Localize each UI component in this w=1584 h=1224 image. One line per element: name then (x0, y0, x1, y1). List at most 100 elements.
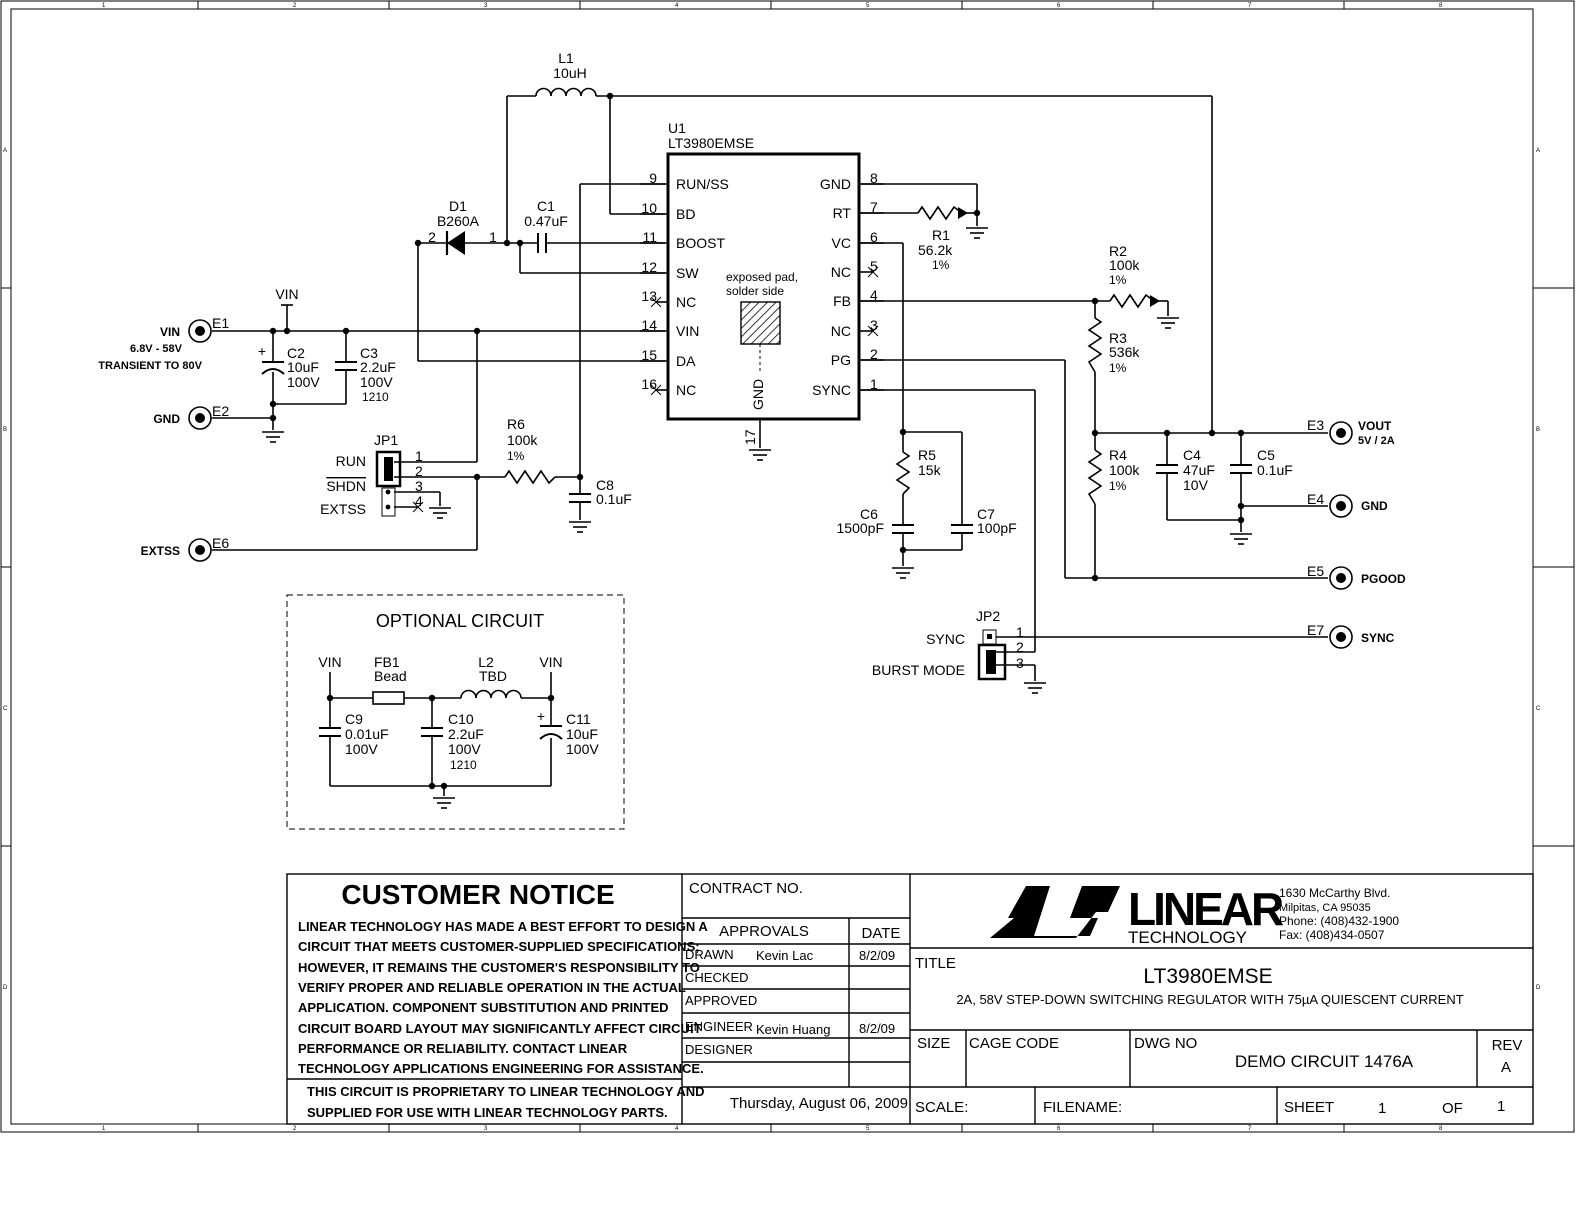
dwg-number: DEMO CIRCUIT 1476A (1235, 1052, 1414, 1071)
jp1-shdn-label: SHDN (326, 478, 366, 494)
c3-package: 1210 (362, 390, 389, 404)
border-col-5: 5 (866, 3, 870, 9)
c9-ref: C9 (345, 711, 363, 727)
border-row-c: C (3, 706, 8, 712)
u1-pinnum-10: 10 (641, 200, 657, 216)
date-label: DATE (862, 925, 901, 942)
c1-value: 0.47uF (524, 213, 568, 229)
e1-id: E1 (212, 315, 229, 331)
border-col-1-bottom: 1 (102, 1126, 106, 1132)
u1-pin-vin: VIN (676, 323, 699, 339)
u1-pinnum-14: 14 (641, 317, 657, 333)
border-row-b: B (3, 427, 7, 433)
r4-value: 100k (1109, 462, 1140, 478)
e1-label: VIN (160, 325, 180, 339)
u1-pinnum-4: 4 (870, 287, 878, 303)
u1-pin-fb: FB (833, 293, 851, 309)
c4-value: 47uF (1183, 462, 1215, 478)
r3-tolerance: 1% (1109, 361, 1127, 375)
c11-ref: C11 (566, 711, 591, 727)
u1-pinnum-6: 6 (870, 229, 878, 245)
row-drawn-name: Kevin Lac (756, 948, 814, 963)
lt-logo-icon (990, 886, 1120, 938)
row-approved-role: APPROVED (685, 993, 757, 1008)
border-col-8-bottom: 8 (1439, 1126, 1443, 1132)
d1-value: B260A (437, 213, 480, 229)
border-col-5-bottom: 5 (866, 1126, 870, 1132)
c3-voltage: 100V (360, 374, 393, 390)
u1-pinnum-16: 16 (641, 376, 657, 392)
u1-part: LT3980EMSE (668, 135, 754, 151)
ground-icon (749, 449, 771, 461)
u1-pinnum-17: 17 (742, 429, 758, 445)
ground-icon (433, 797, 455, 809)
r3-value: 536k (1109, 344, 1140, 360)
u1-pin-pg: PG (831, 352, 851, 368)
sheet-total: 1 (1497, 1098, 1505, 1115)
terminal-e3: E3 VOUT 5V / 2A (1307, 417, 1395, 447)
l2-value: TBD (479, 668, 507, 684)
jp1-pin-4: 4 (415, 493, 423, 509)
jp1-ref: JP1 (374, 432, 398, 448)
ground-symbols (262, 227, 1252, 809)
dwg-no-label: DWG NO (1134, 1035, 1197, 1052)
terminal-e2: E2 GND (153, 403, 229, 430)
d1-ref: D1 (449, 198, 467, 214)
optional-circuit-title: OPTIONAL CIRCUIT (376, 611, 544, 631)
l1-ref: L1 (558, 50, 574, 66)
u1-pin-vc: VC (832, 235, 851, 251)
drawing-subtitle: 2A, 58V STEP-DOWN SWITCHING REGULATOR WI… (956, 992, 1463, 1007)
r6-value: 100k (507, 432, 538, 448)
ground-icon (892, 567, 914, 579)
border-col-6: 6 (1057, 3, 1061, 9)
address-line-2: Milpitas, CA 95035 (1279, 902, 1371, 914)
d1-pin-1: 1 (489, 229, 497, 245)
e6-id: E6 (212, 535, 229, 551)
exposed-pad (740, 301, 781, 345)
ic-u1: U1 LT3980EMSE RUN/SS BD BOOST SW NC VIN … (640, 120, 884, 445)
optional-vin-right: VIN (539, 654, 562, 670)
jp2-pin-2: 2 (1016, 639, 1024, 655)
ferrite-bead-fb1: FB1 Bead (372, 654, 407, 705)
u1-pinnum-2: 2 (870, 346, 878, 362)
size-label: SIZE (917, 1035, 950, 1052)
jp1-pin-2: 2 (415, 463, 423, 479)
print-date: Thursday, August 06, 2009 (730, 1095, 908, 1112)
border-col-1: 1 (102, 3, 106, 9)
capacitor-c5: C5 0.1uF (1230, 447, 1293, 478)
jumper-jp2[interactable]: JP2 SYNC BURST MODE 1 2 3 (872, 608, 1024, 681)
u1-pinnum-15: 15 (641, 347, 657, 363)
r6-ref: R6 (507, 416, 525, 432)
row-designer-role: DESIGNER (685, 1042, 753, 1057)
e3-rating: 5V / 2A (1358, 435, 1395, 447)
resistor-r2: R2 100k 1% (1109, 243, 1160, 309)
jumper-jp1[interactable]: JP1 RUN SHDN EXTSS 1 2 3 4 (320, 432, 424, 517)
border-row-b-right: B (1536, 427, 1540, 433)
u1-pinnum-8: 8 (870, 170, 878, 186)
optional-vin-left: VIN (318, 654, 341, 670)
notice-line-5: APPLICATION. COMPONENT SUBSTITUTION AND … (298, 1000, 669, 1015)
notice-line-1: LINEAR TECHNOLOGY HAS MADE A BEST EFFORT… (298, 919, 708, 934)
notice-line-6: CIRCUIT BOARD LAYOUT MAY SIGNIFICANTLY A… (298, 1021, 702, 1036)
of-label: OF (1442, 1100, 1463, 1117)
r2-tolerance: 1% (1109, 273, 1127, 287)
jp1-pin-1: 1 (415, 448, 423, 464)
u1-pin-nc13: NC (676, 294, 696, 310)
title-block: CUSTOMER NOTICE LINEAR TECHNOLOGY HAS MA… (286, 873, 1534, 1125)
drawing-title: LT3980EMSE (1143, 965, 1272, 988)
u1-ref: U1 (668, 120, 686, 136)
logo-linear-text: LINEAR (1128, 883, 1284, 935)
e6-label: EXTSS (141, 544, 180, 558)
c8-ref: C8 (596, 477, 614, 493)
filename-label: FILENAME: (1043, 1099, 1122, 1116)
u1-pin-da: DA (676, 353, 696, 369)
capacitor-c11: + C11 10uF 100V (537, 708, 599, 757)
r5-ref: R5 (918, 447, 936, 463)
u1-pinnum-9: 9 (649, 170, 657, 186)
u1-pinnum-12: 12 (641, 259, 657, 275)
border-row-c-right: C (1536, 706, 1541, 712)
border-col-8: 8 (1439, 3, 1443, 9)
d1-pin-2: 2 (428, 229, 436, 245)
terminal-e4: E4 GND (1307, 491, 1388, 518)
